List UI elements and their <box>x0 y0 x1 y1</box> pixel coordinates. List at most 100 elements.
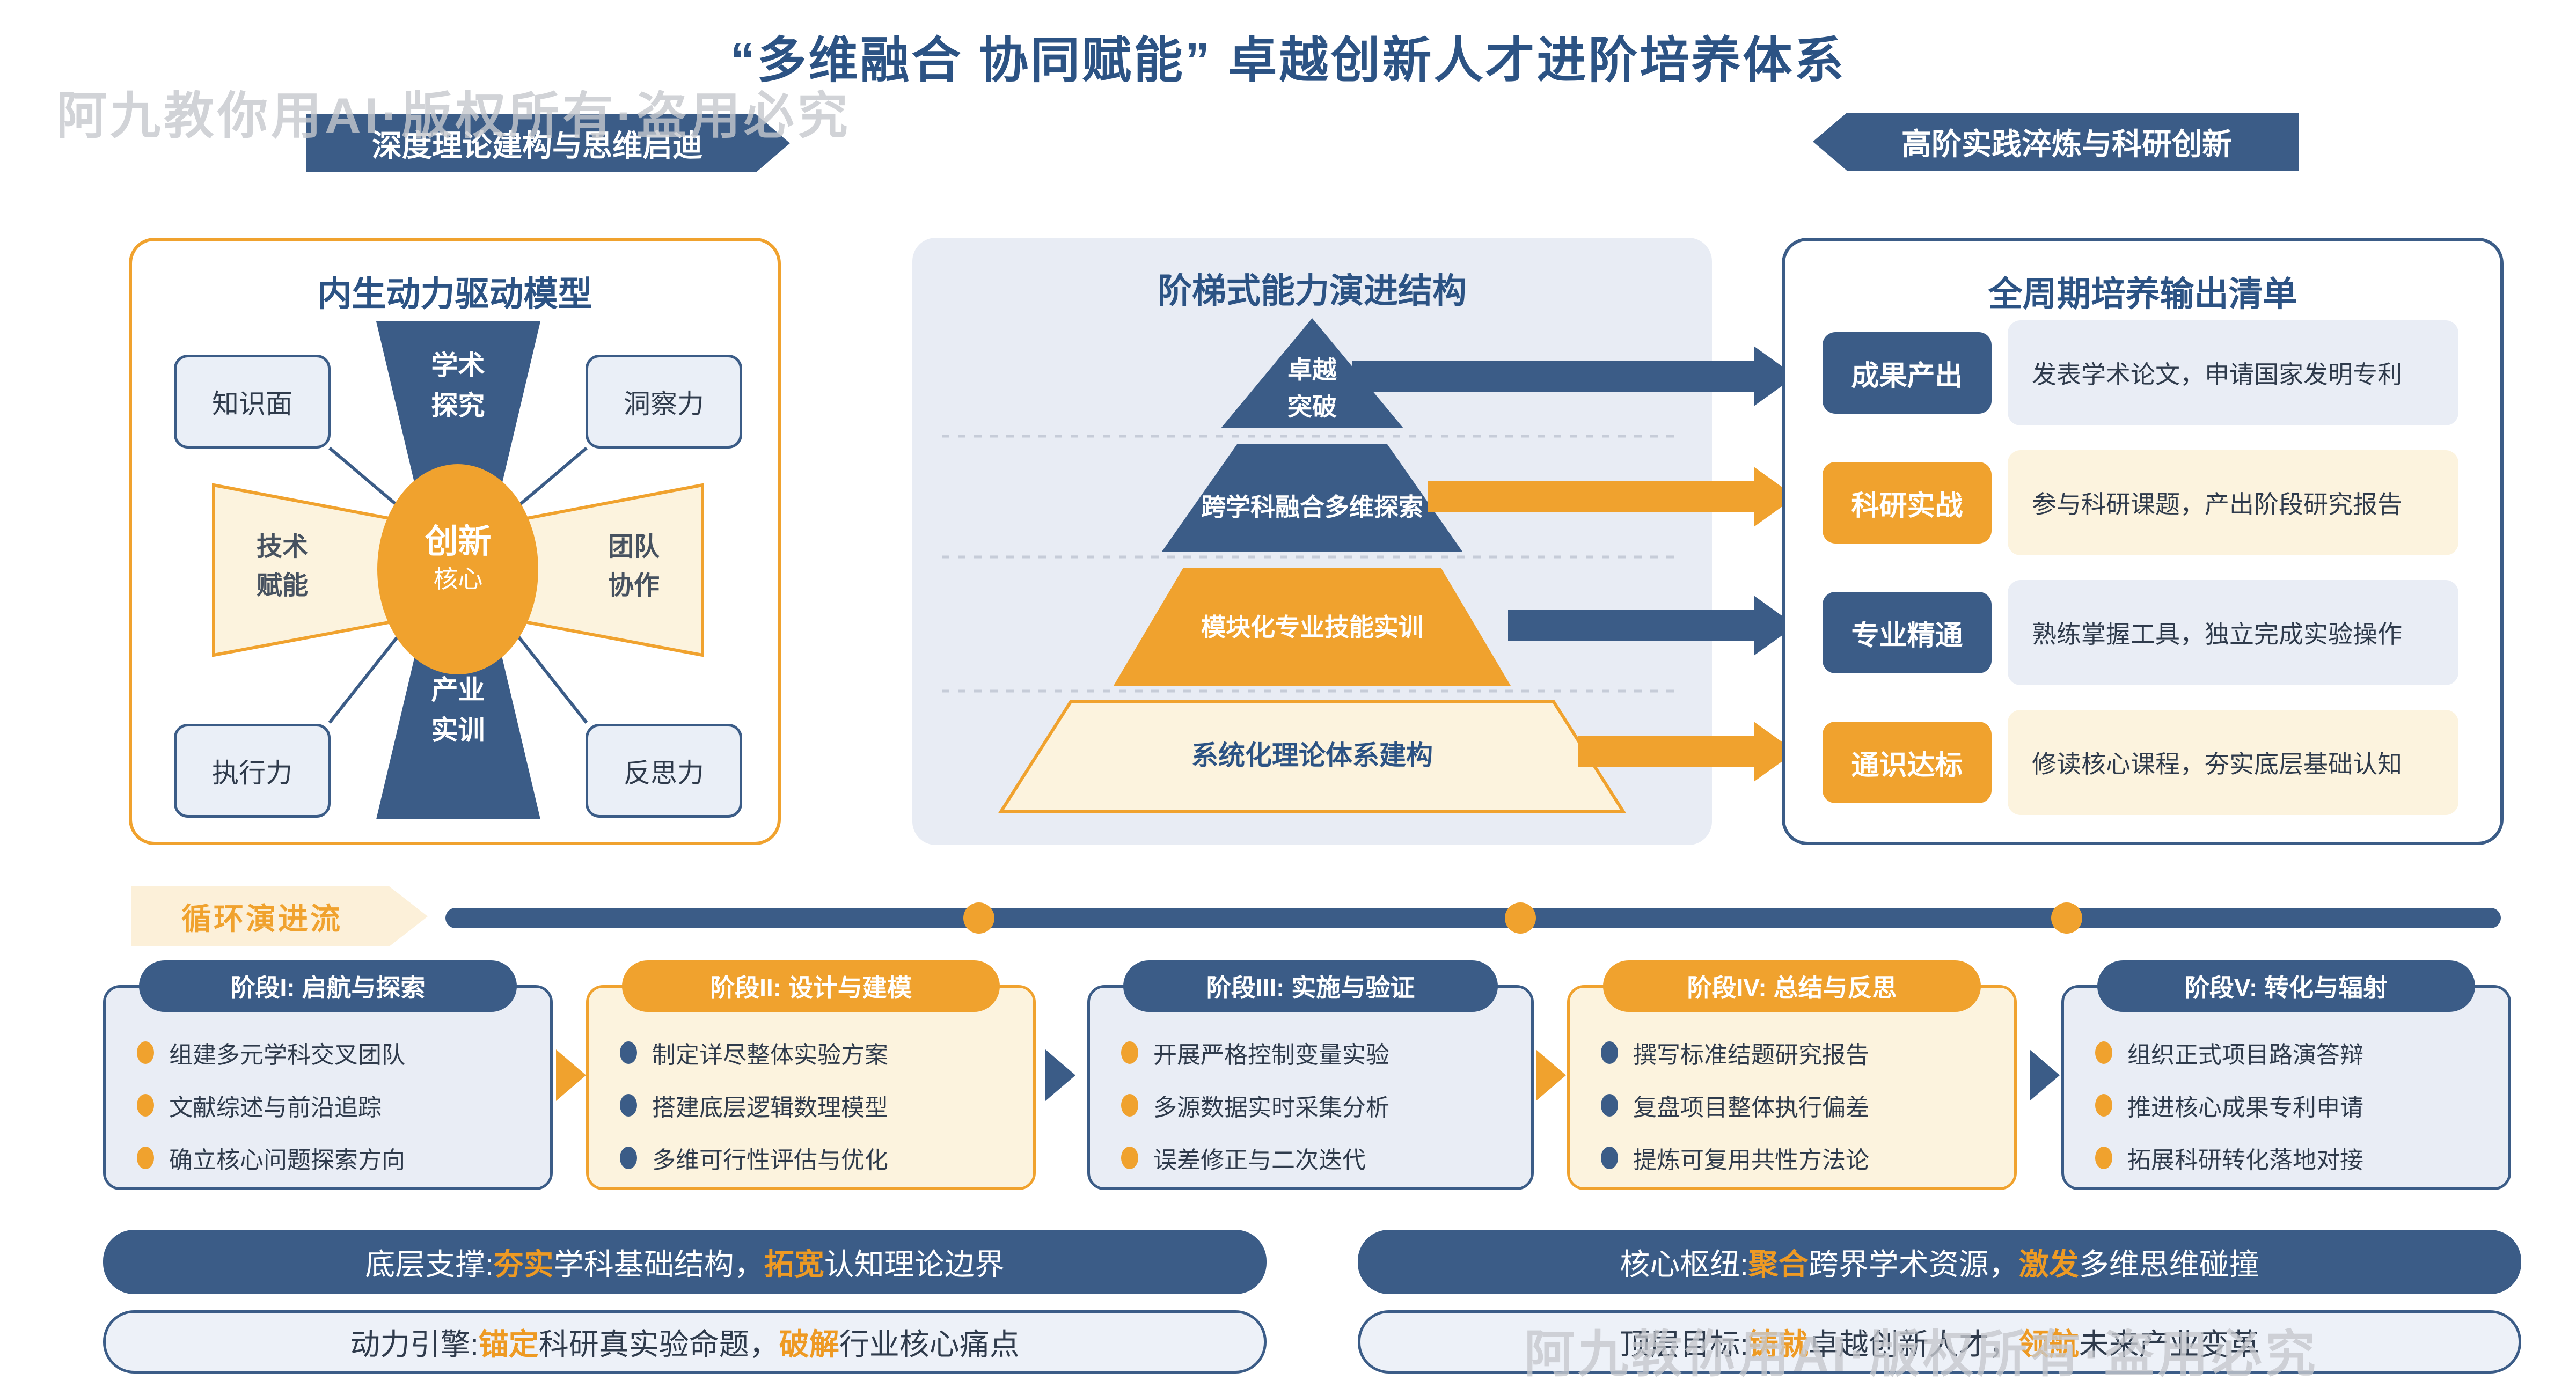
academic-label: 学术 探究 <box>363 346 553 426</box>
core-label-line2: 核心 <box>433 565 483 593</box>
stage-arrow-3-4 <box>1536 1049 1566 1101</box>
pyramid-level-2-label: 跨学科融合多维探索 <box>1201 493 1423 521</box>
outputs-title: 全周期培养输出清单 <box>1988 275 2297 313</box>
output-desc-results: 发表学术论文，申请国家发明专利 <box>2008 320 2458 425</box>
watermark-top: 阿九教你用AI·版权所有·盗用必究 <box>56 87 851 144</box>
industry-label-line1: 产业 <box>431 675 485 705</box>
list-item: 开展严格控制变量实验 <box>1121 1026 1531 1079</box>
team-label-line1: 团队 <box>608 533 660 561</box>
banner-practice: 高阶实践淬炼与科研创新 <box>1813 113 2299 171</box>
pyramid-level-3 <box>1114 568 1511 686</box>
core-ellipse <box>377 464 538 674</box>
stage-arrow-1-2 <box>556 1049 586 1101</box>
connector-line <box>508 624 588 724</box>
bullet-icon <box>620 1041 637 1064</box>
output-desc-general: 修读核心课程，夯实底层基础认知 <box>2008 710 2458 815</box>
panel-outputs: 全周期培养输出清单 成果产出 发表学术论文，申请国家发明专利 科研实战 参与科研… <box>1782 238 2504 845</box>
output-label-mastery: 专业精通 <box>1823 592 1992 673</box>
pyramid-level-4-label: 系统化理论体系建构 <box>1191 740 1433 770</box>
stage-5-header: 阶段V: 转化与辐射 <box>2097 960 2475 1012</box>
bullet-icon <box>137 1147 154 1169</box>
bullet-icon <box>1601 1041 1618 1064</box>
stage-3-body: 开展严格控制变量实验 多源数据实时采集分析 误差修正与二次迭代 <box>1087 985 1534 1190</box>
industry-label-line2: 实训 <box>431 715 485 745</box>
pyramid-shapes <box>942 318 1682 813</box>
list-item: 搭建底层逻辑数理模型 <box>620 1079 1033 1132</box>
tech-label-line1: 技术 <box>256 533 308 561</box>
bullet-icon <box>1601 1147 1618 1169</box>
flow-flag: 循环演进流 <box>131 886 428 946</box>
panel-drive-model: 内生动力驱动模型 知识面 洞察力 执行力 反思力 学术 探究 产业 实训 <box>129 238 781 845</box>
flow-dot-3 <box>2051 902 2082 934</box>
bar-goal: 顶层目标: 铸就 卓越创新人才，领航 未来产业变革 <box>1358 1310 2521 1374</box>
stage-4-item-2: 复盘项目整体执行偏差 <box>1633 1095 1869 1121</box>
team-label: 团队 协作 <box>564 528 704 605</box>
output-label-results: 成果产出 <box>1823 332 1992 414</box>
stage-arrow-2-3 <box>1045 1049 1075 1101</box>
stage-arrow-4-5 <box>2030 1049 2060 1101</box>
list-item: 组织正式项目路演答辩 <box>2095 1026 2508 1079</box>
team-label-line2: 协作 <box>608 571 660 600</box>
stage-2-item-2: 搭建底层逻辑数理模型 <box>652 1095 888 1121</box>
list-item: 复盘项目整体执行偏差 <box>1601 1079 2014 1132</box>
flow-dot-1 <box>963 902 994 934</box>
corner-knowledge: 知识面 <box>174 355 331 449</box>
list-item: 推进核心成果专利申请 <box>2095 1079 2508 1132</box>
bar-foundation: 底层支撑: 夯实 学科基础结构，拓宽 认知理论边界 <box>103 1230 1267 1294</box>
stage-1-item-2: 文献综述与前沿追踪 <box>169 1095 382 1121</box>
tech-label: 技术 赋能 <box>213 528 352 605</box>
corner-insight-label: 洞察力 <box>624 388 704 419</box>
stage-2-body: 制定详尽整体实验方案 搭建底层逻辑数理模型 多维可行性评估与优化 <box>586 985 1036 1190</box>
bullet-icon <box>620 1094 637 1117</box>
list-item: 多维可行性评估与优化 <box>620 1132 1033 1184</box>
banner-theory: 深度理论建构与思维启迪 <box>306 114 790 172</box>
bullet-icon <box>137 1041 154 1064</box>
flow-label: 循环演进流 <box>181 901 342 936</box>
pyramid-level-1-label: 卓越 突破 <box>1232 351 1393 425</box>
bullet-icon <box>2095 1147 2112 1169</box>
list-item: 撰写标准结题研究报告 <box>1601 1026 2014 1079</box>
stage-4-body: 撰写标准结题研究报告 复盘项目整体执行偏差 提炼可复用共性方法论 <box>1567 985 2017 1190</box>
corner-reflection: 反思力 <box>586 724 742 818</box>
core-label: 创新 核心 <box>376 522 540 597</box>
banner-theory-label: 深度理论建构与思维启迪 <box>372 128 702 163</box>
stage-2-item-1: 制定详尽整体实验方案 <box>652 1042 888 1068</box>
corner-insight: 洞察力 <box>586 355 742 449</box>
academic-label-line1: 学术 <box>431 350 485 380</box>
stage-5-item-1: 组织正式项目路演答辩 <box>2127 1042 2363 1068</box>
flow-line <box>445 908 2501 928</box>
stage-4: 阶段IV: 总结与反思 撰写标准结题研究报告 复盘项目整体执行偏差 提炼可复用共… <box>1567 960 2017 1190</box>
stage-3-item-1: 开展严格控制变量实验 <box>1153 1042 1389 1068</box>
stage-3-item-2: 多源数据实时采集分析 <box>1153 1095 1389 1121</box>
stage-3-item-3: 误差修正与二次迭代 <box>1153 1147 1366 1173</box>
stage-4-item-1: 撰写标准结题研究报告 <box>1633 1042 1869 1068</box>
pyramid-level-1 <box>1221 318 1403 428</box>
connector-line <box>328 446 408 515</box>
core-label-line1: 创新 <box>425 523 492 560</box>
stage-1-body: 组建多元学科交叉团队 文献综述与前沿追踪 确立核心问题探索方向 <box>103 985 553 1190</box>
drive-model-shapes <box>212 321 704 819</box>
corner-knowledge-label: 知识面 <box>212 388 292 419</box>
pyramid-level-2 <box>1162 444 1462 552</box>
tech-label-line2: 赋能 <box>256 571 308 600</box>
stage-5-body: 组织正式项目路演答辩 推进核心成果专利申请 拓展科研转化落地对接 <box>2061 985 2511 1190</box>
output-label-general: 通识达标 <box>1823 722 1992 803</box>
bar-engine: 动力引擎: 锚定 科研真实验命题，破解 行业核心痛点 <box>103 1310 1267 1374</box>
panel-pyramid: 阶梯式能力演进结构 卓越 突破 跨学科融合多维探索 模块化专业技能实训 系统化理… <box>912 238 1712 845</box>
pyramid-level-1-line2: 突破 <box>1287 393 1337 421</box>
banner-practice-label: 高阶实践淬炼与科研创新 <box>1901 127 2232 161</box>
bullet-icon <box>1601 1094 1618 1117</box>
list-item: 文献综述与前沿追踪 <box>137 1079 550 1132</box>
pyramid-title: 阶梯式能力演进结构 <box>1158 271 1467 310</box>
bullet-icon <box>2095 1041 2112 1064</box>
stage-1: 阶段I: 启航与探索 组建多元学科交叉团队 文献综述与前沿追踪 确立核心问题探索… <box>103 960 553 1190</box>
stage-1-header: 阶段I: 启航与探索 <box>139 960 517 1012</box>
connector-line <box>328 624 408 724</box>
list-item: 误差修正与二次迭代 <box>1121 1132 1531 1184</box>
corner-reflection-label: 反思力 <box>624 758 704 788</box>
output-desc-research: 参与科研课题，产出阶段研究报告 <box>2008 450 2458 555</box>
stage-3-header: 阶段III: 实施与验证 <box>1123 960 1498 1012</box>
bullet-icon <box>2095 1094 2112 1117</box>
bullet-icon <box>1121 1147 1138 1169</box>
